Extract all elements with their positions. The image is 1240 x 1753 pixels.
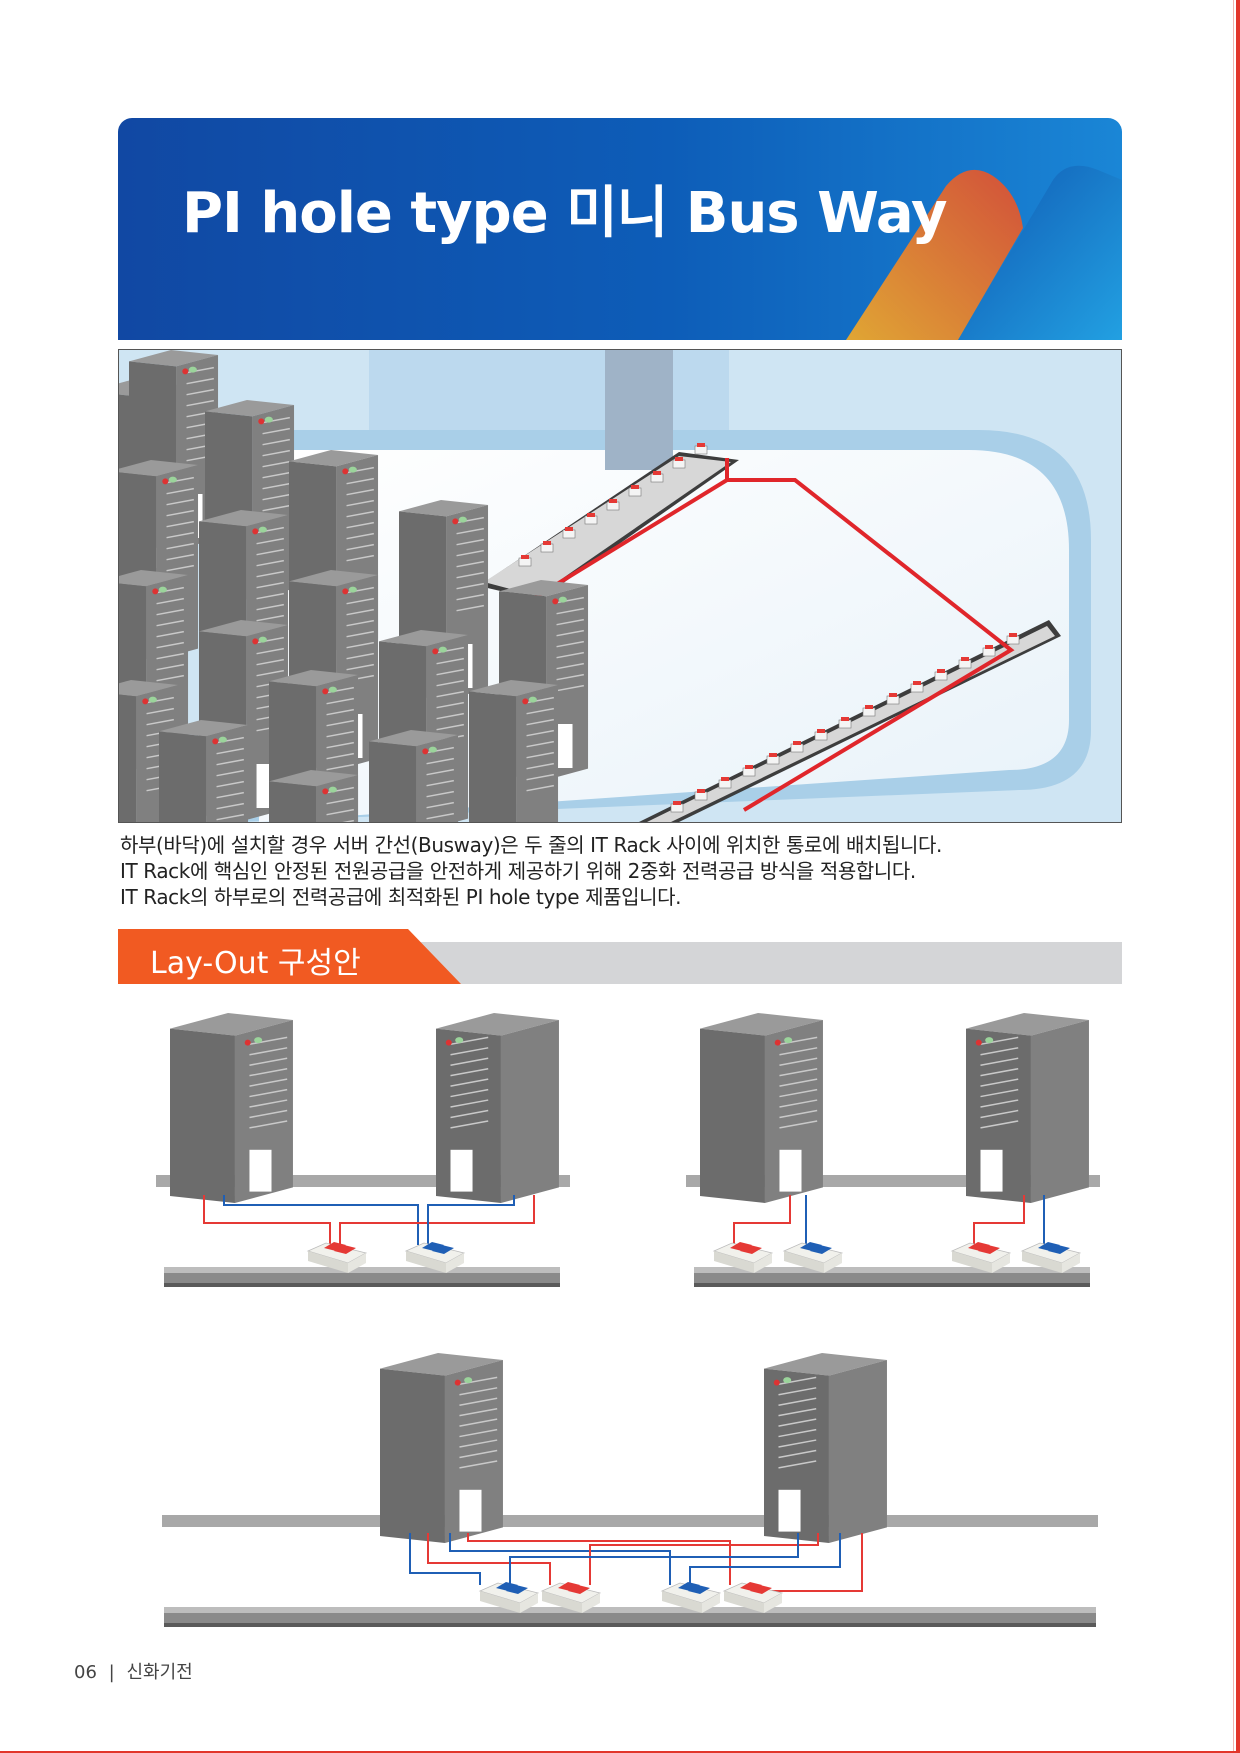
banner-ribbon-graphic: [846, 165, 1122, 340]
section-header-tab: [118, 929, 461, 984]
tap-off-box-blue: [478, 1582, 540, 1613]
description-line-2: IT Rack에 핵심인 안정된 전원공급을 안전하게 제공하기 위해 2중화 …: [120, 859, 916, 883]
tap-off-box-blue: [782, 1242, 844, 1273]
busway-rail: [694, 1267, 1090, 1287]
power-feed-red: [750, 1533, 863, 1592]
tap-off-box-red: [306, 1242, 368, 1273]
server-rack: [159, 720, 249, 822]
tap-off-box-red: [722, 1582, 784, 1613]
server-rack-left: [170, 1013, 293, 1203]
tap-off-box-red: [540, 1582, 602, 1613]
page-title: PI hole type 미니 Bus Way: [182, 181, 947, 246]
server-rack-right: [966, 1013, 1089, 1203]
server-rack: [369, 730, 459, 822]
server-rack-left: [700, 1013, 823, 1203]
layout-diagram-2: [686, 1013, 1100, 1287]
tap-off-box-blue: [660, 1582, 722, 1613]
busway-rail: [164, 1607, 1096, 1627]
power-feed-blue: [449, 1533, 671, 1585]
company-name: 신화기전: [126, 1662, 193, 1683]
server-rack-right: [764, 1353, 887, 1543]
hero-svg: [119, 350, 1121, 822]
server-rack-right: [436, 1013, 559, 1203]
tap-off-box-blue: [404, 1242, 466, 1273]
title-banner: PI hole type 미니 Bus Way: [118, 118, 1122, 340]
footer-separator: |: [108, 1662, 115, 1683]
description-line-3: IT Rack의 하부로의 전력공급에 최적화된 PI hole type 제품…: [120, 885, 682, 909]
section-title: Lay-Out 구성안: [150, 946, 361, 981]
page-edge-line-inner: [1233, 0, 1234, 1753]
layout-diagram-3: [162, 1353, 1098, 1627]
server-rack-left: [380, 1353, 503, 1543]
server-rack: [469, 680, 559, 822]
power-feed-red: [733, 1195, 791, 1245]
layout-diagram-1: [156, 1013, 570, 1287]
power-feed-blue: [509, 1533, 799, 1585]
power-feed-blue: [689, 1533, 841, 1585]
power-feed-red: [203, 1195, 331, 1245]
power-feed-blue: [409, 1533, 481, 1585]
description-text: 하부(바닥)에 설치할 경우 서버 간선(Busway)은 두 줄의 IT Ra…: [120, 832, 1120, 910]
tap-off-box-red: [712, 1242, 774, 1273]
floor-shelf: [162, 1515, 1098, 1527]
page-bottom-line: [0, 1751, 1240, 1753]
tap-off-box-red: [950, 1242, 1012, 1273]
busway-rail: [164, 1267, 560, 1287]
server-rack: [269, 770, 359, 822]
description-line-1: 하부(바닥)에 설치할 경우 서버 간선(Busway)은 두 줄의 IT Ra…: [120, 833, 942, 857]
page-edge-line: [1236, 0, 1240, 1753]
power-feed-red: [427, 1533, 551, 1585]
power-feed-red: [339, 1195, 535, 1245]
power-feed-blue: [427, 1195, 515, 1245]
power-feed-blue: [223, 1195, 419, 1245]
power-feed-red: [589, 1533, 819, 1585]
page-footer: 06 | 신화기전: [74, 1658, 193, 1684]
datacenter-busway-illustration: [118, 349, 1122, 823]
tap-off-box-blue: [1020, 1242, 1082, 1273]
power-feed-red: [467, 1533, 731, 1585]
power-feed-red: [973, 1195, 1025, 1245]
page-number: 06: [74, 1662, 97, 1683]
